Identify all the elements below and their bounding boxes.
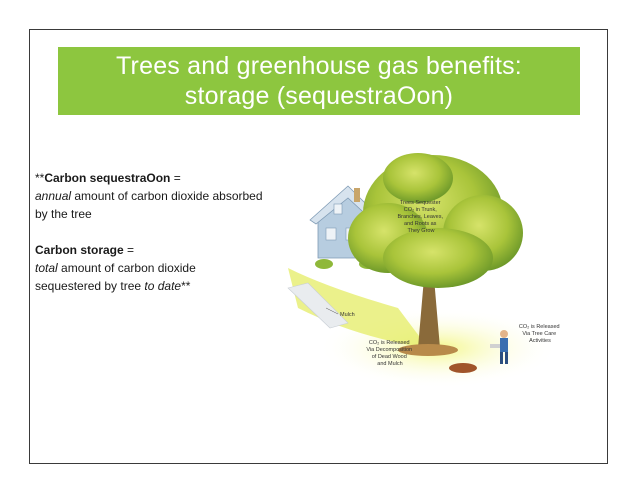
storage-definition: Carbon storage = total amount of carbon … <box>35 241 265 295</box>
driveway <box>287 282 349 329</box>
label-tree-care: CO₂ is Released Via Tree Care Activities <box>519 324 561 344</box>
dead-wood-pile <box>449 363 477 373</box>
equals-sign: = <box>123 243 135 257</box>
sequestration-definition: **Carbon sequestraOon = annual amount of… <box>35 169 265 223</box>
equals-sign: = <box>170 171 181 185</box>
tree-carbon-illustration: Trees Sequester CO₂ in Trunk, Branches, … <box>268 138 568 388</box>
storage-term: Carbon storage <box>35 243 124 257</box>
label-trees-sequester: Trees Sequester CO₂ in Trunk, Branches, … <box>397 200 444 234</box>
mulch-ring <box>398 344 458 356</box>
tree-care-worker <box>490 330 508 364</box>
sequestration-rest: amount of carbon dioxide absorbed by the… <box>35 189 263 221</box>
prefix-stars: ** <box>35 171 45 185</box>
storage-middle: amount of carbon dioxide sequestered by … <box>35 261 196 293</box>
sequestration-term: Carbon sequestraOon <box>44 171 171 185</box>
total-qualifier: total <box>35 261 58 275</box>
suffix-stars: ** <box>181 279 191 293</box>
definitions-text: **Carbon sequestraOon = annual amount of… <box>35 169 265 295</box>
label-mulch: Mulch <box>340 312 355 318</box>
title-banner: Trees and greenhouse gas beneﬁts: storag… <box>58 47 580 115</box>
tree-canopy <box>348 153 523 288</box>
to-date-qualifier: to date <box>144 279 182 293</box>
title-line-1: Trees and greenhouse gas beneﬁts: <box>116 52 522 80</box>
label-decomposition: CO₂ is Released Via Decomposition of Dea… <box>366 340 413 367</box>
title-line-2: storage (sequestraOon) <box>184 82 454 110</box>
annual-qualifier: annual <box>35 189 72 203</box>
lawn <box>288 268 428 348</box>
illustration-svg: Trees Sequester CO₂ in Trunk, Branches, … <box>287 153 561 388</box>
